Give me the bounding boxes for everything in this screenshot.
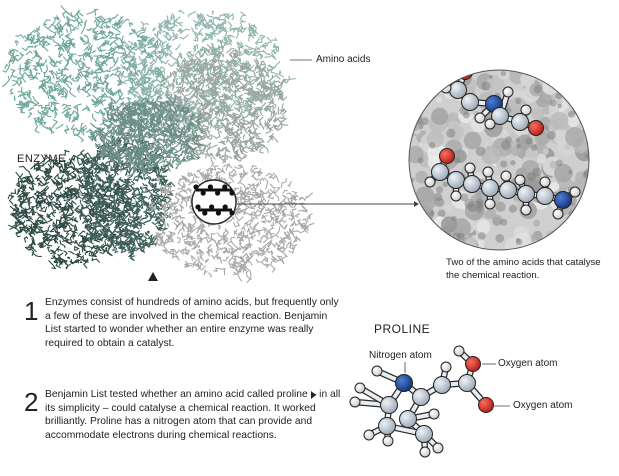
step-2-text: Benjamin List tested whether an amino ac… — [45, 389, 341, 441]
zoom-pointer-line — [237, 201, 419, 207]
enzyme-structure — [2, 5, 315, 284]
enzyme-label: ENZYME — [17, 153, 66, 165]
zoom-circle — [408, 69, 590, 251]
amino-acids-label: Amino acids — [316, 54, 371, 65]
step-1-number: 1 — [24, 296, 39, 326]
oxygen-atom-label-2: Oxygen atom — [513, 400, 573, 411]
nitrogen-atom-label: Nitrogen atom — [369, 350, 432, 361]
zoom-caption: Two of the amino acids that catalyse the… — [446, 257, 601, 281]
step-arrow — [311, 391, 316, 399]
proline-molecule — [349, 345, 494, 458]
step-1-text: Enzymes consist of hundreds of amino aci… — [45, 297, 339, 349]
oxygen-atom-label-1: Oxygen atom — [498, 358, 558, 369]
step-2-number: 2 — [24, 387, 39, 417]
magnifier-circle — [191, 179, 237, 225]
enzyme-pointer-arrow — [148, 272, 158, 281]
proline-title: PROLINE — [374, 322, 431, 336]
